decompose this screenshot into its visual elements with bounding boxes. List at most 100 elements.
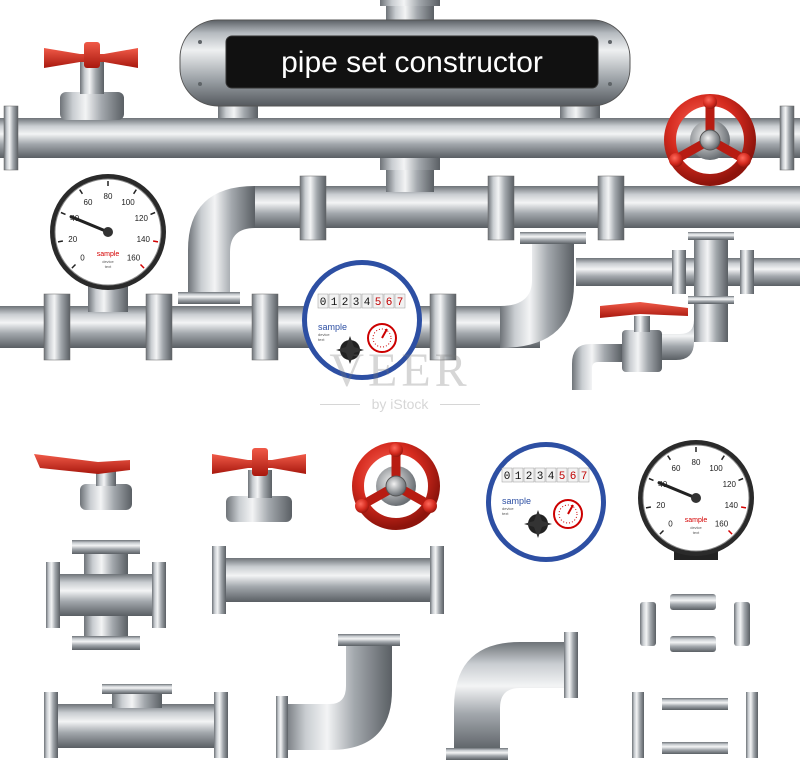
meter-digit: 3 xyxy=(353,297,360,309)
pressure-gauge-lower: 020406080100120140160 sample device text xyxy=(638,440,754,560)
meter-digit: 5 xyxy=(559,471,566,483)
gauge-sublabel-1: device xyxy=(690,525,702,530)
gauge-tick-label: 100 xyxy=(709,464,723,473)
meter-digit: 1 xyxy=(515,471,522,483)
meter-digit-cell xyxy=(523,467,535,483)
gauge-tick xyxy=(60,211,66,216)
gauge-tick xyxy=(139,263,145,269)
gauge-tick-label: 0 xyxy=(80,254,85,263)
gauge-tick xyxy=(659,529,665,535)
gauge-tick xyxy=(152,240,159,243)
meter-digit-cell xyxy=(501,467,513,483)
meter-digit-cell xyxy=(339,293,351,309)
gauge-tick xyxy=(132,189,137,195)
gauge-tick-label: 20 xyxy=(656,501,665,510)
meter-digit-cell xyxy=(578,467,590,483)
gauge-needle xyxy=(69,215,110,234)
meter-digit: 6 xyxy=(386,297,393,309)
gauge-tick-label: 140 xyxy=(725,501,739,510)
gauge-tick-label: 0 xyxy=(668,520,673,529)
gauge-tick xyxy=(648,477,654,482)
gauge-tick xyxy=(720,455,725,461)
wheel-valve-top xyxy=(664,94,756,186)
meter-digit: 1 xyxy=(331,297,338,309)
meter-digit: 0 xyxy=(320,297,327,309)
gauge-tick xyxy=(740,506,747,509)
meter-label: sample xyxy=(318,322,347,332)
gauge-tick-label: 100 xyxy=(121,198,135,207)
handle-valve-top xyxy=(44,42,138,120)
meter-digit: 2 xyxy=(342,297,349,309)
meter-digit: 2 xyxy=(526,471,533,483)
wheel-valve-lower xyxy=(352,442,440,530)
lever-valve xyxy=(34,454,132,510)
meter-digit-cell xyxy=(372,293,384,309)
gauge-tick-label: 80 xyxy=(692,458,701,467)
meter-digit: 0 xyxy=(504,471,511,483)
gauge-tick-label: 20 xyxy=(68,235,77,244)
gauge-sublabel-2: text xyxy=(105,264,112,269)
gauge-needle xyxy=(657,481,698,500)
pressure-gauge-top: 020406080100120140160 sample device text xyxy=(50,174,166,312)
meter-sublabel-1: device xyxy=(318,332,330,337)
meter-digit: 7 xyxy=(581,471,588,483)
meter-digit: 3 xyxy=(537,471,544,483)
meter-digit-cell xyxy=(545,467,557,483)
gauge-tick-label: 60 xyxy=(672,464,681,473)
meter-digit: 7 xyxy=(397,297,404,309)
gauge-tick xyxy=(71,263,77,269)
meter-digit-cell xyxy=(350,293,362,309)
gauge-tick-label: 140 xyxy=(137,235,151,244)
gauge-tick-label: 120 xyxy=(135,214,149,223)
meter-digit-cell xyxy=(512,467,524,483)
banner-title: pipe set constructor xyxy=(281,46,543,79)
meter-digit: 4 xyxy=(548,471,555,483)
meter-red-dial xyxy=(553,499,583,529)
gauge-tick xyxy=(79,189,84,195)
meter-sublabel-2: text xyxy=(502,511,509,516)
gauge-tick-label: 160 xyxy=(715,520,729,529)
tee-fitting xyxy=(44,684,228,758)
meter-star-dial xyxy=(336,336,364,364)
meter-star-dial xyxy=(524,510,552,538)
meter-digit: 6 xyxy=(570,471,577,483)
straight-pipe xyxy=(212,546,444,614)
cross-fitting xyxy=(46,540,166,650)
meter-digit: 5 xyxy=(375,297,382,309)
meter-digit-cell xyxy=(394,293,406,309)
meter-label: sample xyxy=(502,496,531,506)
meter-digit-cell xyxy=(567,467,579,483)
meter-red-dial xyxy=(367,323,397,353)
gauge-sublabel-1: device xyxy=(102,259,114,264)
meter-sublabel-1: device xyxy=(502,506,514,511)
gauge-tick-label: 60 xyxy=(84,198,93,207)
meter-digit-cell xyxy=(328,293,340,309)
flange-pieces xyxy=(632,594,758,758)
elbow-pipe-1 xyxy=(276,634,400,758)
meter-digit-cell xyxy=(534,467,546,483)
gauge-sublabel-2: text xyxy=(693,530,700,535)
gauge-label: sample xyxy=(685,517,708,524)
meter-sublabel-2: text xyxy=(318,337,325,342)
meter-digit-cell xyxy=(361,293,373,309)
gauge-tick-label: 120 xyxy=(723,480,737,489)
meter-digit-cell xyxy=(317,293,329,309)
tank: pipe set constructor xyxy=(179,0,631,122)
meter-digit: 4 xyxy=(364,297,371,309)
gauge-tick-label: 80 xyxy=(104,192,113,201)
gauge-tick-label: 160 xyxy=(127,254,141,263)
gauge-tick xyxy=(645,506,652,509)
gauge-label: sample xyxy=(97,251,120,258)
meter-digit-cell xyxy=(556,467,568,483)
pipe-network-middle xyxy=(0,158,800,390)
gauge-tick xyxy=(150,211,156,216)
handle-valve-lower xyxy=(212,448,306,522)
gauge-tick xyxy=(738,477,744,482)
gauge-tick xyxy=(57,240,64,243)
meter-digit-cell xyxy=(383,293,395,309)
gauge-tick xyxy=(667,455,672,461)
gauge-tick xyxy=(727,529,733,535)
elbow-pipe-2 xyxy=(446,632,578,760)
